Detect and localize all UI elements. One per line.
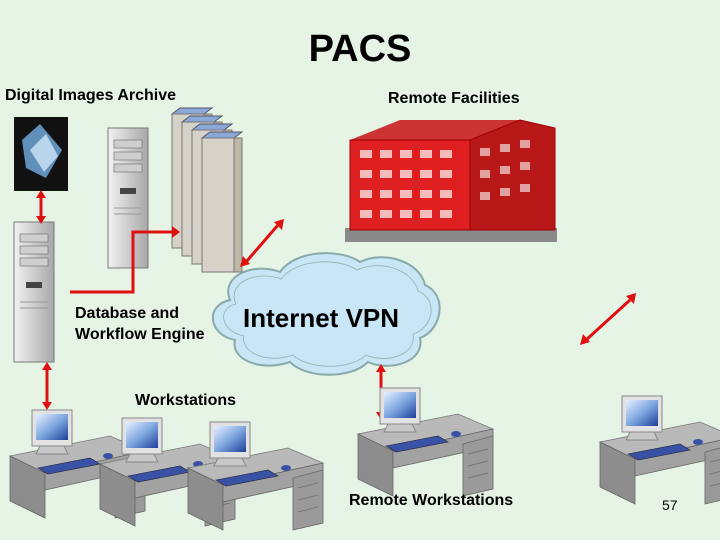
internet-cloud [212, 252, 441, 376]
remote-workstation-1 [357, 387, 494, 497]
connector-archive-cloud [244, 224, 280, 263]
remote-workstations-label: Remote Workstations [349, 492, 514, 509]
archive-server-icon [107, 127, 149, 269]
workstations-label: Workstations [135, 392, 237, 409]
connector-db-archive [70, 230, 172, 294]
digital-images-archive-label: Digital Images Archive [5, 87, 177, 104]
film-image-icon [14, 117, 68, 191]
hospital-building-icon [345, 119, 557, 242]
remote-facilities-label: Remote Facilities [388, 90, 520, 107]
slide-title: PACS [308, 28, 412, 70]
database-server-icon [13, 221, 55, 363]
connector-right-remote [584, 298, 632, 342]
storage-shelves-icon [171, 107, 243, 273]
internet-vpn-label: Internet VPN [243, 303, 400, 333]
database-workflow-label: Database and Workflow Engine [75, 305, 205, 343]
page-number: 57 [662, 497, 678, 513]
remote-workstation-2 [599, 395, 720, 505]
workstation-3 [187, 421, 324, 531]
